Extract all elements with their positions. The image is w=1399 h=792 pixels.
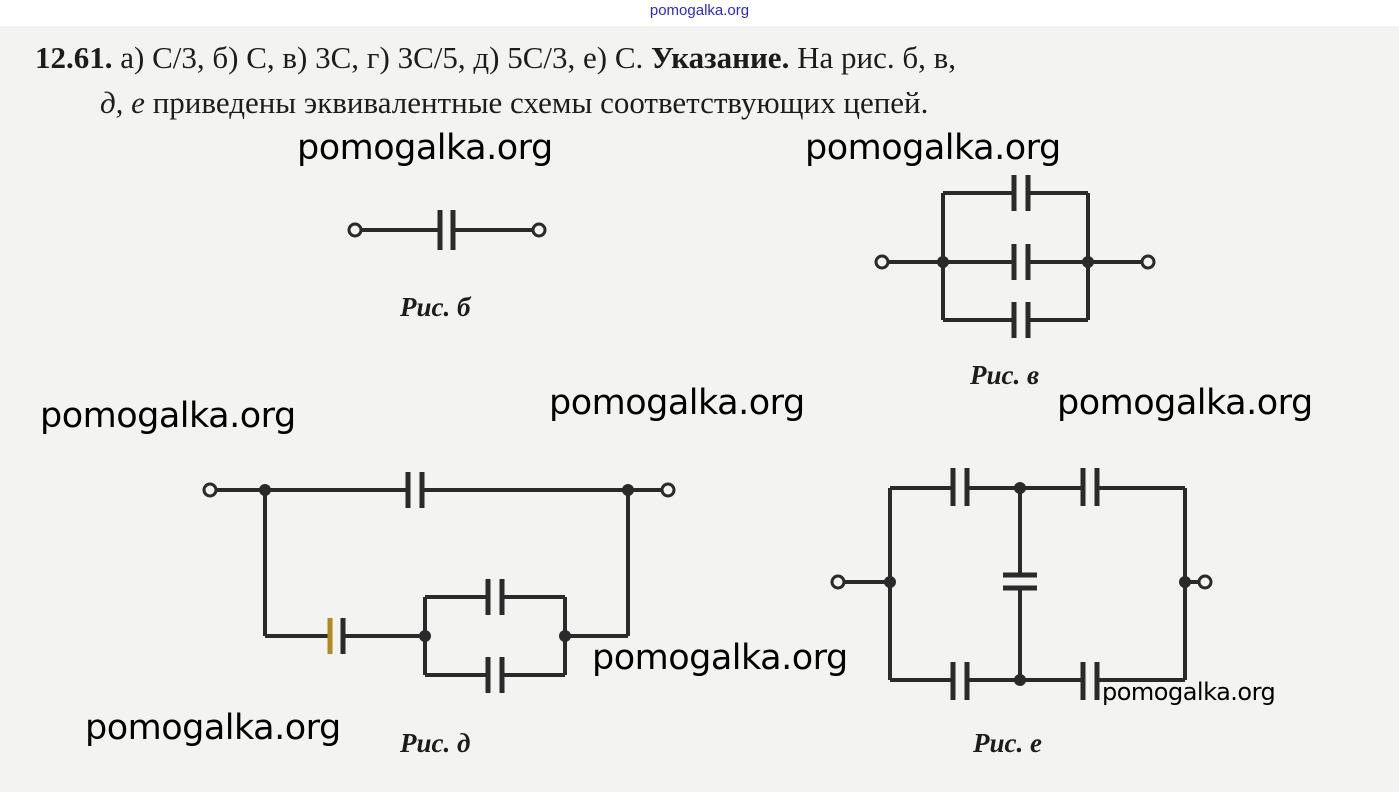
watermark: pomogalka.org [297,128,553,168]
watermark: pomogalka.org [592,638,848,678]
hint-label: Указание. [651,40,790,75]
watermark: pomogalka.org [40,396,296,436]
watermark: pomogalka.org [85,708,341,748]
hint-figure-refs: д, е [100,85,145,120]
site-watermark-link[interactable]: pomogalka.org [649,2,750,19]
figure-caption-e: Рис. е [973,728,1042,758]
answer-part-a: а) C/3, [120,40,205,75]
hint-text-1: На рис. б, в, [797,40,956,75]
answer-part-b: б) C, [212,40,275,75]
answer-line-1: 12.61. а) C/3, б) C, в) 3C, г) 3C/5, д) … [35,40,956,76]
figure-caption-v: Рис. в [970,360,1040,390]
watermark: pomogalka.org [549,383,805,423]
watermark: pomogalka.org [1057,383,1313,423]
answer-part-e: е) C. [583,40,644,75]
top-band [0,0,1399,26]
circuit-fig-d [202,472,676,693]
problem-number: 12.61. [35,40,113,75]
answer-line-2: д, е приведены эквивалентные схемы соотв… [100,85,928,121]
watermark: pomogalka.org [1102,678,1276,706]
answer-part-v: в) 3C, [282,40,360,75]
answer-part-d: д) 5C/3, [473,40,576,75]
hint-text-2: приведены эквивалентные схемы соответств… [152,85,929,120]
answer-part-g: г) 3C/5, [366,40,466,75]
circuit-fig-b [347,210,547,250]
circuit-fig-v [874,175,1156,338]
circuit-fig-e [830,468,1213,700]
figure-caption-d: Рис. д [400,728,471,758]
watermark: pomogalka.org [805,128,1061,168]
figure-caption-b: Рис. б [400,292,471,322]
